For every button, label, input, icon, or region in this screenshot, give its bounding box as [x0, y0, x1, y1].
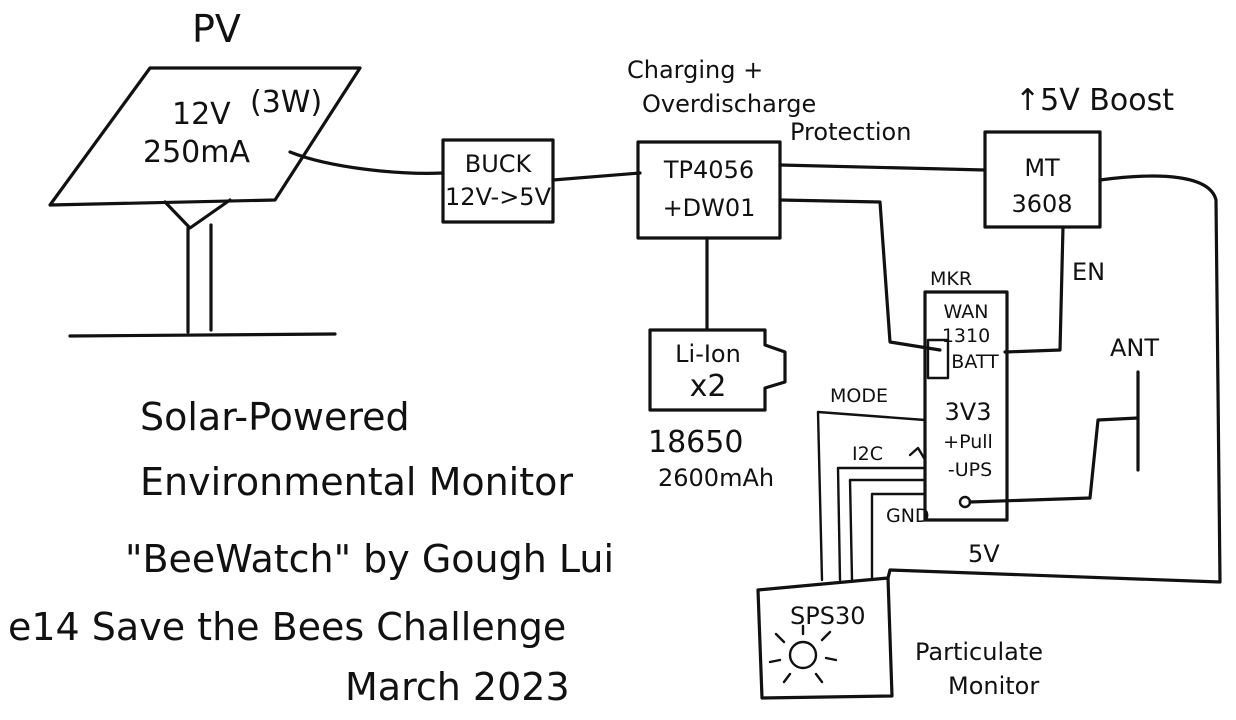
mcu-board: MKR WAN 1310 BATT 3V3 +Pull -UPS MODE I2…	[830, 268, 1009, 527]
battery-box	[648, 328, 787, 412]
wire-charger-mcu-batt	[778, 198, 942, 352]
battery-pack: Li-Ion x2 18650 2600mAh	[648, 328, 787, 492]
mcu-pullups-line1: +Pull	[943, 431, 993, 453]
battery-capacity: 2600mAh	[658, 464, 774, 492]
sensor-box	[756, 576, 894, 700]
caption-line1: Solar-Powered	[140, 395, 410, 439]
antenna-label: ANT	[1110, 334, 1159, 362]
mcu-label: MKR	[930, 268, 972, 290]
pv-current: 250mA	[143, 135, 250, 170]
particulate-sensor: 5V SPS30 Particulate Monitor	[756, 540, 1043, 700]
battery-count: x2	[690, 369, 727, 404]
boost-enable-label: EN	[1072, 258, 1105, 286]
mcu-model-line2: 1310	[942, 325, 990, 347]
pv-panel-outline	[48, 66, 362, 207]
sensor-supply-label: 5V	[968, 540, 1000, 568]
caption-line5: March 2023	[345, 665, 570, 709]
i2c-pullup-arrow	[908, 446, 926, 460]
sensor-model: SPS30	[790, 602, 865, 630]
pv-ground-line	[68, 332, 337, 338]
wire-antenna	[968, 416, 1140, 504]
battery-model: 18650	[648, 425, 743, 460]
boost-converter: ↑5V Boost MT 3608 EN	[983, 83, 1174, 286]
caption: Solar-Powered Environmental Monitor "Bee…	[8, 395, 614, 709]
caption-line3: "BeeWatch" by Gough Lui	[125, 537, 614, 581]
pv-power: (3W)	[250, 85, 322, 120]
boost-label-line1: MT	[1024, 154, 1060, 182]
mcu-pullups-line2: -UPS	[948, 459, 992, 481]
wire-i2c-sda	[848, 478, 927, 582]
charger-module: Charging + Overdischarge Protection TP40…	[627, 56, 911, 240]
mcu-batt-pin: BATT	[951, 351, 999, 373]
buck-ratio: 12V->5V	[445, 183, 552, 211]
caption-line4: e14 Save the Bees Challenge	[8, 605, 566, 649]
wire-pv-buck	[288, 150, 445, 175]
charger-note-line1: Charging +	[627, 56, 763, 84]
caption-line2: Environmental Monitor	[140, 460, 573, 504]
wire-buck-charger	[551, 171, 642, 182]
buck-label: BUCK	[465, 150, 533, 178]
wire-charger-boost	[778, 163, 987, 172]
pv-title: PV	[192, 7, 241, 51]
mcu-i2c-label: I2C	[852, 443, 883, 465]
wire-boost-5v-sensor	[886, 174, 1222, 584]
sensor-note-line2: Monitor	[948, 672, 1039, 700]
charger-box	[636, 140, 782, 240]
buck-converter: BUCK 12V->5V	[441, 138, 555, 224]
pv-mount-yoke	[163, 198, 232, 230]
charger-note-line2: Overdischarge	[642, 90, 816, 118]
battery-type: Li-Ion	[675, 340, 741, 368]
boost-note: ↑5V Boost	[1015, 83, 1174, 118]
pv-voltage: 12V	[172, 97, 231, 132]
wire-mode	[816, 410, 927, 582]
wire-boost-en-mcu	[1003, 225, 1065, 354]
mcu-model-line1: WAN	[944, 301, 989, 323]
pv-panel: PV 12V (3W) 250mA	[48, 7, 362, 338]
wire-i2c-scl	[836, 466, 927, 582]
charger-protection-chip: +DW01	[663, 194, 756, 222]
charger-note-line3: Protection	[790, 118, 911, 146]
mcu-3v3-pin: 3V3	[945, 398, 992, 426]
mcu-batt-connector	[926, 338, 950, 380]
antenna: ANT	[968, 334, 1159, 504]
sensor-note-line1: Particulate	[915, 638, 1043, 666]
mcu-box	[923, 290, 1009, 522]
charger-chip: TP4056	[663, 156, 754, 184]
fan-icon	[768, 624, 838, 684]
mcu-gnd-label: GND	[886, 505, 930, 527]
wire-gnd	[870, 492, 927, 582]
boost-label-line2: 3608	[1011, 190, 1072, 218]
mcu-mode-label: MODE	[830, 385, 888, 407]
